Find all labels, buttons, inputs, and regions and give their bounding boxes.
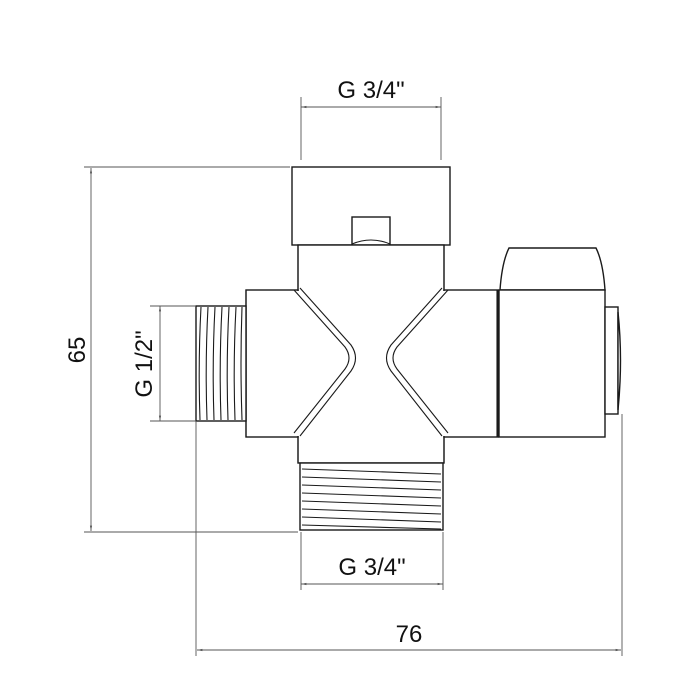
dim-top-label: G 3/4" [337,77,404,104]
top-nut [291,166,451,246]
dim-height-label: 65 [64,337,91,364]
dim-top-thread: G 3/4" [300,77,442,160]
dim-bottom-thread: G 3/4" [300,532,444,590]
nut-notch [351,216,391,246]
right-chevron [392,289,449,434]
dim-overall-width: 76 [195,414,623,656]
dim-bottom-label: G 3/4" [338,554,405,581]
left-chevron [293,289,350,434]
bottom-thread [299,462,444,531]
left-thread [195,305,247,422]
right-handle [496,247,622,438]
dim-width-label: 76 [396,621,423,648]
dim-side-label: G 1/2" [131,330,158,397]
valve-body [245,244,499,464]
dim-overall-height: 65 [64,166,298,533]
end-cap [604,306,619,415]
dim-side-thread: G 1/2" [131,305,196,422]
